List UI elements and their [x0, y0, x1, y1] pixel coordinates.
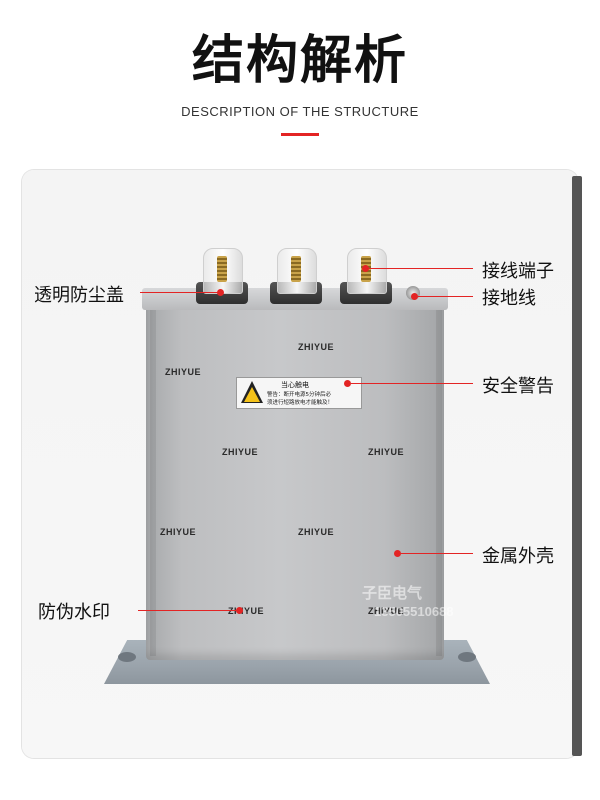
- callout-label-warning: 安全警告: [482, 376, 554, 397]
- terminal-bolt: [217, 256, 227, 282]
- brand-mark: ZHIYUE: [298, 342, 335, 352]
- warning-text: 须进行短路放电才能触及！: [267, 400, 334, 406]
- watermark-phone: 13505510688: [374, 604, 454, 619]
- callout-label-housing: 金属外壳: [482, 546, 554, 567]
- brand-mark: ZHIYUE: [368, 606, 405, 616]
- callout-line: [401, 553, 473, 554]
- callout-dot: [394, 550, 401, 557]
- brand-mark: ZHIYUE: [222, 447, 259, 457]
- brand-mark: ZHIYUE: [165, 367, 202, 377]
- brand-mark: ZHIYUE: [228, 606, 265, 616]
- callout-dot: [362, 265, 369, 272]
- callout-line: [140, 292, 218, 293]
- callout-line: [369, 268, 473, 269]
- warning-title: 当心触电: [281, 381, 309, 389]
- callout-line: [138, 610, 238, 611]
- body-edge: [150, 310, 156, 656]
- callout-line: [351, 383, 473, 384]
- page-title: 结构解析: [191, 31, 408, 91]
- callout-dot: [344, 380, 351, 387]
- callout-label-watermark: 防伪水印: [38, 602, 110, 623]
- callout-line: [418, 296, 473, 297]
- callout-label-terminal: 接线端子: [482, 261, 554, 282]
- callout-label-dust-cover: 透明防尘盖: [34, 285, 124, 306]
- callout-dot: [217, 289, 224, 296]
- mounting-hole: [458, 652, 476, 662]
- warning-sticker: 当心触电 警告：断开电源5分钟后必 须进行短路放电才能触及！: [236, 377, 362, 409]
- callout-dot: [411, 293, 418, 300]
- brand-mark: ZHIYUE: [160, 527, 197, 537]
- brand-mark: ZHIYUE: [368, 447, 405, 457]
- panel-side-bar: [572, 176, 582, 756]
- body-edge: [436, 310, 442, 656]
- title-underline: [281, 133, 319, 136]
- capacitor-body: [146, 288, 444, 660]
- callout-label-ground: 接地线: [482, 288, 536, 309]
- terminal-bolt: [291, 256, 301, 282]
- watermark-name: 子臣电气: [362, 584, 423, 602]
- lightning-icon: [244, 387, 260, 402]
- brand-mark: ZHIYUE: [298, 527, 335, 537]
- warning-text: 警告：断开电源5分钟后必: [267, 392, 332, 398]
- page-subtitle: DESCRIPTION OF THE STRUCTURE: [181, 104, 419, 119]
- mounting-hole: [118, 652, 136, 662]
- callout-dot: [236, 607, 243, 614]
